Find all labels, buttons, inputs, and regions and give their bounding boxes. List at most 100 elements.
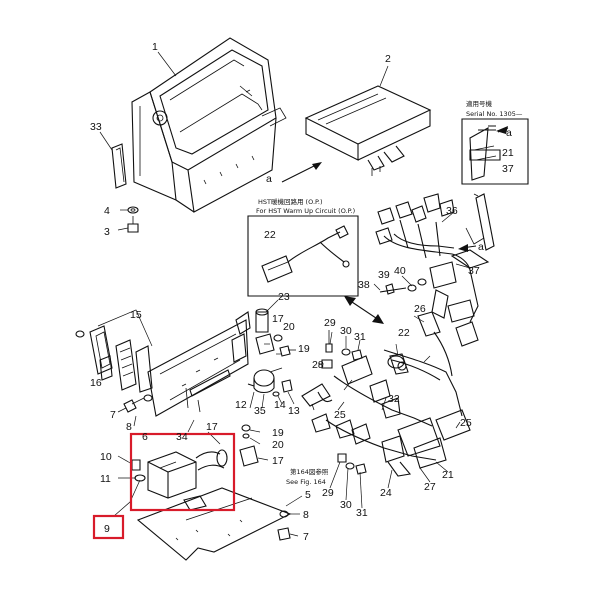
washer-part-20-upper <box>273 334 283 342</box>
washer-part-39 <box>407 284 417 292</box>
bolt-part-13 <box>281 379 293 393</box>
callout-39: 39 <box>378 269 390 281</box>
nut-part-19-lower <box>242 433 250 439</box>
hst-warmup-inset: HST暖機回路用 (O.P.) For HST Warm Up Circuit … <box>247 197 359 297</box>
callout-10: 10 <box>100 451 112 463</box>
hst-text: For HST Warm Up Circuit (O.P.) <box>256 207 355 215</box>
arrow-a-label-harness: a <box>478 241 484 253</box>
callout-29-lower: 29 <box>322 487 334 499</box>
callout-33: 33 <box>90 121 102 133</box>
control-unit-part-9 <box>147 449 228 511</box>
callout-25-right: 25 <box>460 417 472 429</box>
floor-plate-part-5 <box>136 487 292 561</box>
serial-number-text: Serial No. 1305— <box>466 110 523 118</box>
callout-16: 16 <box>90 377 102 389</box>
callout-8-lower: 8 <box>303 509 309 521</box>
nut-part-31-lower <box>355 463 367 475</box>
callout-21-lower: 21 <box>442 469 454 481</box>
bolt-part-12 <box>247 383 255 387</box>
callout-35: 35 <box>254 405 266 417</box>
callout-22-inset: 22 <box>264 229 276 241</box>
callout-20-lower: 20 <box>272 439 284 451</box>
bolt-part-3 <box>127 216 139 233</box>
callout-6: 6 <box>142 431 148 443</box>
bolt-part-29-upper <box>325 330 333 353</box>
callout-17-mid: 17 <box>206 421 218 433</box>
bracket-part-33 <box>111 143 127 189</box>
callout-23: 23 <box>278 291 290 303</box>
callout-36: 36 <box>446 205 458 217</box>
washer-part-4 <box>127 206 139 214</box>
callout-27: 27 <box>424 481 436 493</box>
callout-numbers: 1 2 3 4 5 6 7 7 8 8 9 10 11 12 13 14 15 … <box>90 41 514 543</box>
callout-37-harness: 37 <box>468 265 480 277</box>
nut-part-ring <box>75 330 85 338</box>
callout-31-upper: 31 <box>354 331 366 343</box>
washer-part-8-upper <box>143 394 153 402</box>
serial-inset: 適用号機 Serial No. 1305— <box>461 99 529 185</box>
bolt-part-29-lower <box>337 453 347 463</box>
callout-26: 26 <box>414 303 426 315</box>
control-box-housing <box>131 37 287 213</box>
highlight-box-main <box>129 432 236 512</box>
callout-28: 28 <box>312 359 324 371</box>
washer-part-14 <box>272 391 280 397</box>
callout-19-lower: 19 <box>272 427 284 439</box>
connector-part-15 <box>89 309 153 393</box>
nut-part-31-upper <box>351 349 363 361</box>
callout-34: 34 <box>176 431 188 443</box>
callout-2: 2 <box>385 53 391 65</box>
serial-jp-text: 適用号機 <box>466 99 493 108</box>
callout-19-upper: 19 <box>298 343 310 355</box>
washer-part-30-upper <box>341 348 351 356</box>
callout-37-serial: 37 <box>502 163 514 175</box>
view-arrow-diagonal <box>344 296 384 324</box>
callout-17-upper: 17 <box>272 313 284 325</box>
bolt-part-28 <box>321 359 333 369</box>
arrow-a-top: a <box>266 162 322 185</box>
callout-3: 3 <box>104 226 110 238</box>
nut-part-7-lower <box>277 527 291 541</box>
callout-4: 4 <box>104 205 110 217</box>
see-figure-note: 第164図参照 See Fig. 164 <box>286 467 329 486</box>
leader-lines <box>99 51 471 537</box>
callout-1: 1 <box>152 41 158 53</box>
highlight-frames <box>92 432 236 540</box>
callout-11: 11 <box>100 473 111 485</box>
callout-13: 13 <box>288 405 300 417</box>
clip-part-16 <box>99 355 113 381</box>
callout-12: 12 <box>235 399 247 411</box>
bolt-part-38 <box>379 283 407 295</box>
washer-part-40 <box>417 278 427 286</box>
relay-part-17-upper <box>255 333 275 355</box>
callout-40: 40 <box>394 265 406 277</box>
washer-part-20-lower <box>241 424 251 432</box>
callout-24: 24 <box>380 487 392 499</box>
callout-30-upper: 30 <box>340 325 352 337</box>
callout-25-left: 25 <box>334 409 346 421</box>
arrow-a-label-serial: a <box>506 127 512 139</box>
bolt-part-7-upper <box>123 397 145 413</box>
callout-14: 14 <box>274 399 286 411</box>
callout-17-lower: 17 <box>272 455 284 467</box>
callout-5: 5 <box>305 489 311 501</box>
hst-jp-text: HST暖機回路用 (O.P.) <box>258 197 323 206</box>
callout-21-serial: 21 <box>502 147 514 159</box>
callout-15: 15 <box>130 309 142 321</box>
relay-part-17-lower <box>239 445 259 467</box>
arrow-a-label-top: a <box>266 173 272 185</box>
callout-30-lower: 30 <box>340 499 352 511</box>
callout-7-upper: 7 <box>110 409 116 421</box>
callout-7-lower: 7 <box>303 531 309 543</box>
callout-8-upper: 8 <box>126 421 132 433</box>
bolt-part-10 <box>131 459 141 471</box>
wiring-harness-lower <box>301 311 471 477</box>
callout-32: 32 <box>388 393 400 405</box>
callout-29-upper: 29 <box>324 317 336 329</box>
base-plate-part-6 <box>147 311 251 417</box>
sleeve-part-23 <box>255 308 269 333</box>
callout-31-lower: 31 <box>356 507 368 519</box>
see-text: See Fig. 164 <box>286 478 326 486</box>
washer-part-8-lower <box>279 510 289 518</box>
